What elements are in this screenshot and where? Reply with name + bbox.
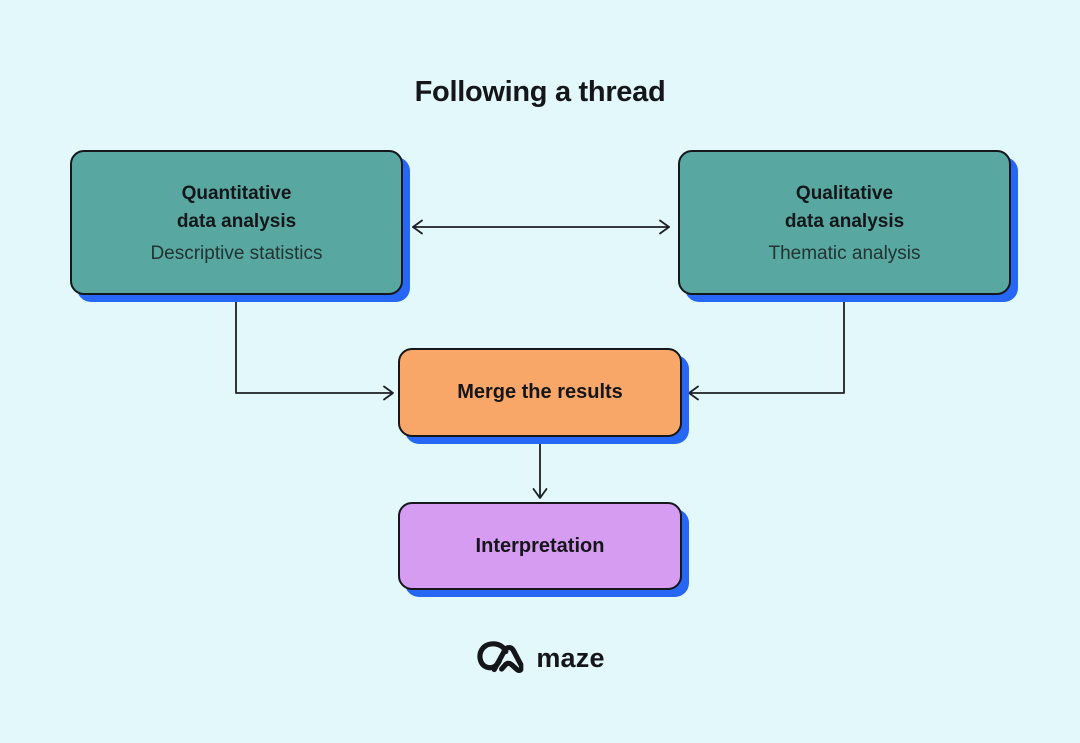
diagram-title: Following a thread xyxy=(414,76,666,108)
quantitative-box-subtitle: Descriptive statistics xyxy=(150,242,323,264)
qualitative-box-title: Qualitative data analysis xyxy=(784,182,905,232)
interpretation-box: Interpretation xyxy=(398,502,682,590)
qualitative-analysis-box: Qualitative data analysis Thematic analy… xyxy=(678,150,1011,295)
interpretation-label: Interpretation xyxy=(475,534,605,557)
maze-loop-icon xyxy=(475,638,524,678)
double-headed-arrow xyxy=(412,219,670,235)
quantitative-analysis-box: Quantitative data analysis Descriptive s… xyxy=(70,150,403,295)
quantitative-to-merge-connector xyxy=(235,295,394,401)
merge-results-label: Merge the results xyxy=(457,381,623,403)
merge-to-interpretation-arrow xyxy=(532,442,548,499)
maze-logo: maze xyxy=(475,638,604,678)
qualitative-to-merge-connector xyxy=(688,295,845,401)
merge-results-box: Merge the results xyxy=(398,348,682,437)
qualitative-box-subtitle: Thematic analysis xyxy=(768,242,921,264)
quantitative-box-title: Quantitative data analysis xyxy=(176,182,297,232)
maze-wordmark: maze xyxy=(536,642,605,673)
